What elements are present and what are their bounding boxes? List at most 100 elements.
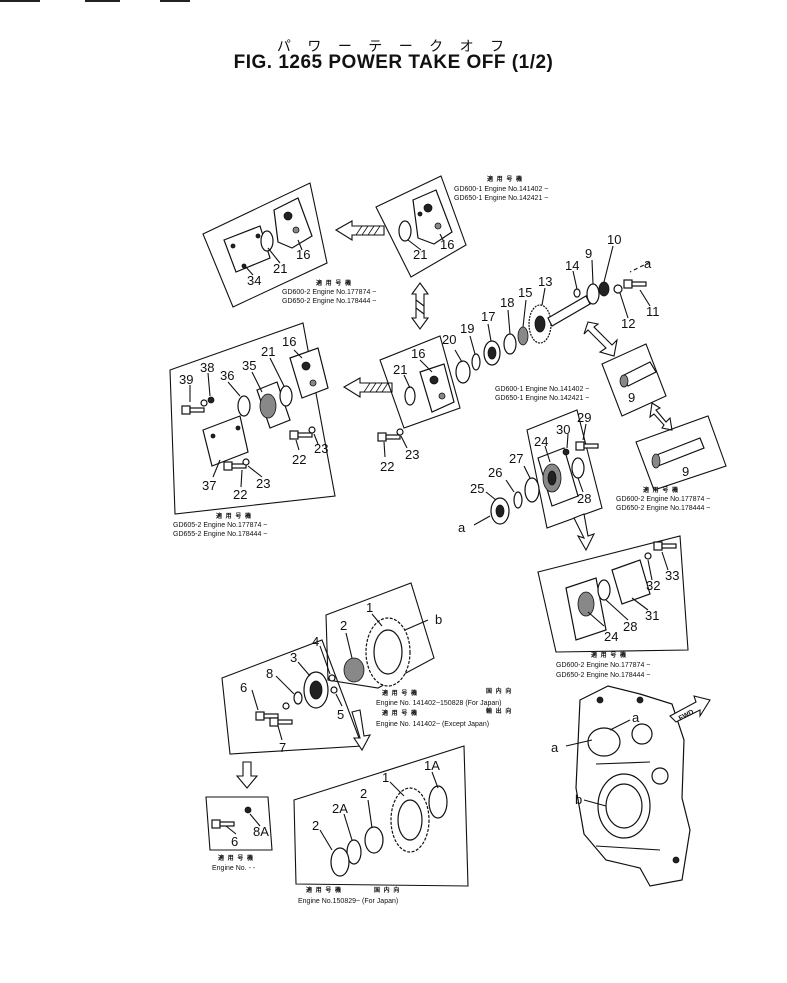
part-label: 2 [340,618,347,633]
applicability-note: 適 用 号 機 GD600-1 Engine No.141402 ~ GD650… [454,175,548,202]
svg-text:Engine No. 141402~150828 (F: Engine No. 141402~150828 (For Japan) [376,700,502,707]
part-label: 13 [538,274,552,289]
part-label: 23 [405,447,419,462]
svg-text:GD600-2 Engine No.177874 ~: GD600-2 Engine No.177874 ~ [282,289,376,296]
panel-cover-31: 24 28 31 32 33 [537,535,689,653]
part-label: 11 [646,304,660,319]
part-label: 15 [518,285,532,300]
part-label: 21 [413,247,427,262]
svg-text:国 内 向: 国 内 向 [374,886,400,894]
svg-text:適 用 号 機: 適 用 号 機 [382,689,418,697]
panel-cover-plate-b: 21 16 [375,175,467,278]
part-label: 2 [360,786,367,801]
svg-text:GD650-2 Engine No.178444 ~: GD650-2 Engine No.178444 ~ [282,298,376,305]
part-label: 14 [565,258,579,273]
panel-flange: 3 4 8 6 7 5 [221,634,363,755]
part-label: 37 [202,478,216,493]
figure-title-japanese: パ ワ ー テ ー ク オ フ [276,39,511,55]
part-label: 23 [314,441,328,456]
applicability-note: 適 用 号 機 Engine No. - - [212,854,256,872]
part-label: 22 [233,487,247,502]
part-label: 20 [442,332,456,347]
applicability-note: GD600-1 Engine No.141402 ~ GD650-1 Engin… [495,386,589,402]
part-label: 9 [585,246,592,261]
panel-cover-plate-a: 34 21 16 [202,182,328,308]
direction-arrow [649,402,673,431]
ref-letter: a [632,710,640,725]
part-label: 21 [261,344,275,359]
part-label: 29 [577,410,591,425]
applicability-note: 適 用 号 機 国 内 向 Engine No. 141402~150828 (… [376,687,512,728]
panel-cover-plate-d: 21 16 [379,335,461,429]
svg-text:適 用 号 機: 適 用 号 機 [218,854,254,862]
part-label: 35 [242,358,256,373]
direction-arrow [573,513,596,552]
svg-text:適 用 号 機: 適 用 号 機 [216,512,252,520]
svg-text:輸 出 向: 輸 出 向 [486,707,512,715]
svg-text:適 用 号 機: 適 用 号 機 [316,279,352,287]
part-label: 26 [488,465,502,480]
part-label: 31 [645,608,659,623]
direction-arrow [235,709,372,789]
shaft-stack: 20 19 17 18 15 13 14 9 10 a 12 11 [442,232,660,384]
part-label: 32 [646,578,660,593]
part-label: 5 [337,707,344,722]
part-label: 2A [332,801,348,816]
direction-arrow [342,377,393,398]
svg-text:GD650-1 Engine No.142421 ~: GD650-1 Engine No.142421 ~ [454,195,548,202]
part-label: 19 [460,321,474,336]
panel-gear-1: 1 2 b [325,582,442,689]
part-label: 6 [231,834,238,849]
svg-text:Engine No.150829~ (For Japan: Engine No.150829~ (For Japan) [298,898,398,905]
panel-shaft-9-lower: 9 [635,415,727,491]
svg-text:GD650-2 Engine No.178444 ~: GD650-2 Engine No.178444 ~ [616,505,710,512]
part-label: 16 [296,247,310,262]
svg-text:Engine No. - -: Engine No. - - [212,865,256,872]
double-arrow [410,282,430,330]
arrow-hatching [363,382,389,393]
part-label: 9 [682,464,689,479]
part-label: 28 [577,491,591,506]
part-label: 21 [393,362,407,377]
scan-mark [160,0,190,2]
direction-arrow [583,321,618,357]
applicability-note: 適 用 号 機 GD600-2 Engine No.177874 ~ GD650… [282,279,376,305]
ref-letter: a [644,256,652,271]
panel-pump-assembly: 39 38 36 35 21 16 37 22 23 22 23 [169,322,336,515]
part-label: 7 [279,740,286,755]
svg-text:適 用 号 機: 適 用 号 機 [643,486,679,494]
part-label: 22 [292,452,306,467]
scan-mark [85,0,120,2]
fwd-arrow: FWD [669,695,711,723]
part-label: 38 [200,360,214,375]
part-label: 1 [366,600,373,615]
svg-text:GD600-1 Engine No.141402 ~: GD600-1 Engine No.141402 ~ [454,186,548,193]
panel-gear-1a: 1A 1 2 2A 2 [293,745,469,887]
svg-text:GD650-1 Engine No.142421 ~: GD650-1 Engine No.142421 ~ [495,395,589,402]
part-label: 36 [220,368,234,383]
svg-text:国 内 向: 国 内 向 [486,687,512,695]
panel-shaft-9: 9 [601,343,667,417]
part-label: 24 [534,434,548,449]
ref-letter: b [435,612,442,627]
part-label: 1A [424,758,440,773]
part-label: 27 [509,451,523,466]
part-label: 2 [312,818,319,833]
scan-mark [0,0,40,2]
part-label: 4 [312,634,319,649]
svg-text:GD650-2 Engine No.178444 ~: GD650-2 Engine No.178444 ~ [556,672,650,679]
applicability-note: 適 用 号 機 GD600-2 Engine No.177874 ~ GD650… [556,651,650,679]
figure-title: FIG. 1265 POWER TAKE OFF (1/2) [233,52,554,73]
svg-text:適 用 号 機: 適 用 号 機 [487,175,523,183]
part-label: 30 [556,422,570,437]
panel-bolt-8a: 6 8A [205,796,273,851]
svg-text:GD605-2 Engine No.177874 ~: GD605-2 Engine No.177874 ~ [173,522,267,529]
part-label: 8A [253,824,269,839]
part-label: 16 [440,237,454,252]
svg-text:GD600-2 Engine No.177874 ~: GD600-2 Engine No.177874 ~ [556,662,650,669]
applicability-note: 適 用 号 機 国 内 向 Engine No.150829~ (For Jap… [298,886,400,905]
part-label: 22 [380,459,394,474]
part-label: 16 [411,346,425,361]
part-label: 39 [179,372,193,387]
